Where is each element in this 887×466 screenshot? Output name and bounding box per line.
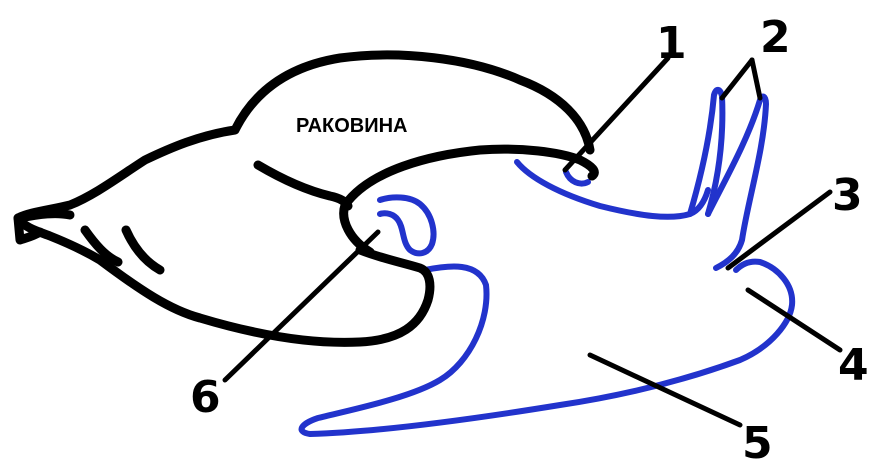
label-2: 2 [760, 12, 791, 63]
leader-lines [225, 58, 840, 425]
leader-2a [722, 60, 752, 98]
foot-outline [302, 262, 793, 434]
shell-label: РАКОВИНА [296, 115, 408, 137]
shell-outer [18, 55, 590, 342]
upper-body-outline [517, 162, 708, 217]
label-5: 5 [742, 418, 773, 466]
leader-2b [752, 60, 760, 98]
spire-whorl-1 [20, 214, 70, 218]
spire-whorl-3 [126, 230, 160, 270]
snail-body [302, 90, 793, 434]
leader-6 [225, 232, 378, 380]
shell-whorl-line [258, 165, 348, 206]
label-1: 1 [656, 18, 687, 69]
label-3: 3 [832, 170, 863, 221]
label-4: 4 [838, 340, 869, 391]
label-6: 6 [190, 372, 221, 423]
leader-1 [565, 58, 668, 170]
mantle-outline [380, 197, 434, 253]
eye-bump [566, 172, 588, 184]
